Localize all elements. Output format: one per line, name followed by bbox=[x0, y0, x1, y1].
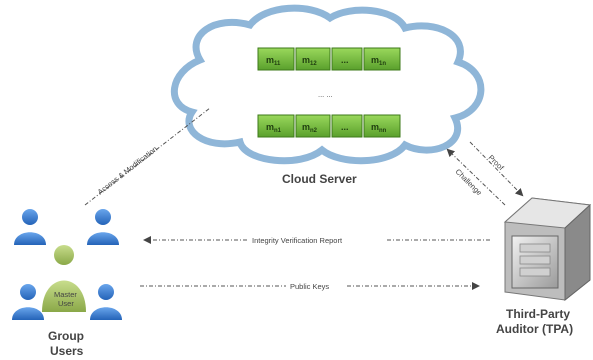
arrow-access-modification: Access & Modification bbox=[84, 107, 211, 206]
block-mn2-label: mn2 bbox=[302, 122, 318, 134]
proof-label: Proof bbox=[487, 153, 507, 173]
block-mnn-label: mnn bbox=[371, 122, 387, 134]
block-row-2: mn1 mn2 ... mnn bbox=[257, 114, 401, 138]
master-user-line2: User bbox=[58, 299, 74, 308]
vertical-dots: ... ... bbox=[318, 90, 333, 99]
block-m11-label: m11 bbox=[266, 55, 281, 67]
cloud-server-label: Cloud Server bbox=[282, 172, 357, 186]
cloud-shape bbox=[171, 4, 485, 165]
user-icon-bottom-right bbox=[90, 284, 122, 320]
block-mn2 bbox=[295, 114, 331, 138]
tpa-server-icon bbox=[503, 197, 592, 302]
group-label-line1: Group bbox=[48, 329, 84, 343]
block-m11 bbox=[257, 47, 295, 71]
public-keys-label: Public Keys bbox=[290, 282, 329, 291]
arrow-public-keys: Public Keys bbox=[140, 280, 480, 291]
challenge-label: Challenge bbox=[454, 167, 484, 197]
block-ellipsis-1 bbox=[331, 47, 363, 71]
block-mn1-label: mn1 bbox=[266, 122, 282, 134]
block-mn1 bbox=[257, 114, 295, 138]
block-m1n-label: m1n bbox=[371, 55, 386, 67]
block-row-1: m11 m12 ... m1n bbox=[257, 47, 401, 71]
master-user-icon bbox=[42, 245, 86, 312]
arrow-integrity-report: Integrity Verification Report bbox=[143, 234, 490, 245]
group-users: Master User Group Users bbox=[12, 209, 122, 358]
block-m1n bbox=[363, 47, 401, 71]
block-ellipsis-2 bbox=[331, 114, 363, 138]
user-icon-bottom-left bbox=[12, 284, 44, 320]
block-mnn bbox=[363, 114, 401, 138]
block-m12-label: m12 bbox=[302, 55, 317, 67]
master-user-line1: Master bbox=[54, 290, 77, 299]
tpa-label-line2: Auditor (TPA) bbox=[496, 322, 573, 336]
user-icon-top-right bbox=[87, 209, 119, 245]
access-modification-label: Access & Modification bbox=[96, 144, 159, 196]
block-ellipsis-2-label: ... bbox=[341, 122, 349, 132]
user-icon-top-left bbox=[14, 209, 46, 245]
group-label-line2: Users bbox=[50, 344, 84, 358]
integrity-report-label: Integrity Verification Report bbox=[252, 236, 343, 245]
block-m12 bbox=[295, 47, 331, 71]
tpa-label-line1: Third-Party bbox=[506, 307, 570, 321]
block-ellipsis-1-label: ... bbox=[341, 55, 349, 65]
cloud-server bbox=[171, 4, 485, 165]
